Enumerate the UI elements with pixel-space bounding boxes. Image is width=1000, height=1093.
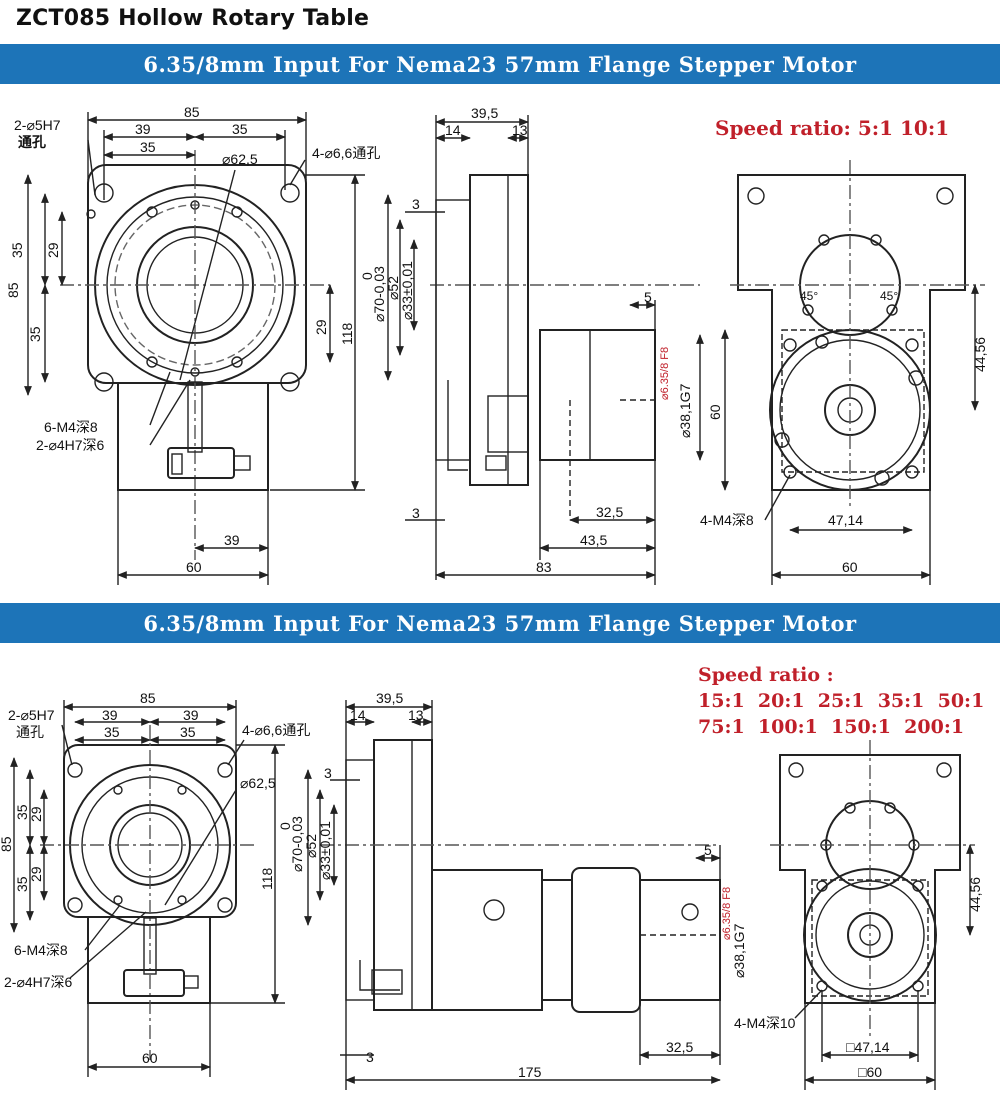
dim-39: 39 (224, 532, 240, 548)
dim-395: 39,5 (376, 690, 403, 706)
dim-29: 29 (28, 866, 44, 882)
dim-29: 29 (313, 319, 329, 335)
hole-note: 通孔 (16, 724, 44, 740)
shaft-spec: ⌀6.35/8 F8 (659, 347, 671, 400)
dim-0: 0 (277, 822, 293, 830)
hole-spec: 4-⌀6,6通孔 (312, 145, 380, 161)
dim-3: 3 (412, 505, 420, 521)
dim-dia: ⌀62,5 (222, 151, 258, 167)
hole-note: 通孔 (18, 134, 46, 150)
angle: 45° (800, 289, 818, 303)
dim-35: 35 (27, 326, 43, 342)
thread-spec: 6-M4深8 (14, 942, 68, 958)
dim-85: 85 (184, 104, 200, 120)
dim-dia52: ⌀52 (385, 276, 401, 300)
dim-14: 14 (350, 707, 366, 723)
thread-spec: 4-M4深8 (700, 512, 754, 528)
dim-35: 35 (14, 804, 30, 820)
dim-325: 32,5 (666, 1039, 693, 1055)
top-side-view (384, 115, 704, 585)
dim-118: 118 (259, 867, 275, 890)
thread-spec: 6-M4深8 (44, 419, 98, 435)
hole-spec: 2-⌀5H7 (14, 117, 61, 133)
dim-5: 5 (644, 289, 652, 305)
dim-dia33: ⌀33±0,01 (399, 261, 415, 320)
dim-325: 32,5 (596, 504, 623, 520)
dim-83: 83 (536, 559, 552, 575)
speed-ratio-line2: 75:1 100:1 150:1 200:1 (698, 716, 965, 738)
bottom-rear-view (770, 740, 975, 1090)
dim-35: 35 (232, 121, 248, 137)
dim-29: 29 (28, 806, 44, 822)
dim-60: □60 (858, 1064, 882, 1080)
shaft-spec: ⌀6.35/8 F8 (721, 887, 733, 940)
dim-35: 35 (14, 876, 30, 892)
top-front-view (24, 112, 365, 585)
hole-spec: 4-⌀6,6通孔 (242, 722, 310, 738)
dim-39: 39 (135, 121, 151, 137)
pin-spec: 2-⌀4H7深6 (4, 974, 73, 990)
dim-35: 35 (180, 724, 196, 740)
speed-ratio-bottom: Speed ratio : 15:1 20:1 25:1 35:1 50:1 7… (698, 662, 984, 740)
hole-spec: 2-⌀5H7 (8, 707, 55, 723)
dim-dia70: ⌀70-0,03 (371, 266, 387, 322)
dim-14: 14 (445, 122, 461, 138)
banner-bottom: 6.35/8mm Input For Nema23 57mm Flange St… (0, 603, 1000, 643)
dim-39: 39 (183, 707, 199, 723)
dim-60: 60 (707, 404, 723, 420)
dim-39: 39 (102, 707, 118, 723)
dim-3: 3 (324, 765, 332, 781)
dim-395: 39,5 (471, 105, 498, 121)
pin-spec: 2-⌀4H7深6 (36, 437, 105, 453)
speed-ratio-line1: 15:1 20:1 25:1 35:1 50:1 (698, 690, 985, 712)
dim-85: 85 (0, 836, 14, 852)
dim-85: 85 (5, 282, 21, 298)
dim-dia33: ⌀33±0,01 (317, 821, 333, 880)
dim-3: 3 (366, 1049, 374, 1065)
dim-dia: ⌀62,5 (240, 775, 276, 791)
speed-ratio-label: Speed ratio : (698, 664, 834, 686)
dim-60: 60 (186, 559, 202, 575)
dim-13: 13 (512, 122, 528, 138)
dim-4456: 44,56 (967, 877, 983, 912)
dim-dia70: ⌀70-0,03 (289, 816, 305, 872)
dim-4714: 47,14 (828, 512, 863, 528)
dim-0: 0 (359, 272, 375, 280)
dim-3: 3 (412, 196, 420, 212)
dim-35: 35 (104, 724, 120, 740)
dim-85: 85 (140, 690, 156, 706)
dim-dia52: ⌀52 (303, 834, 319, 858)
dim-dia381: ⌀38,1G7 (731, 923, 747, 978)
dim-29: 29 (45, 242, 61, 258)
dim-435: 43,5 (580, 532, 607, 548)
dim-5: 5 (704, 842, 712, 858)
dim-35: 35 (140, 139, 156, 155)
dim-4456: 44,56 (972, 337, 988, 372)
top-rear-view (721, 160, 985, 585)
speed-ratio-top: Speed ratio: 5:1 10:1 (715, 116, 950, 140)
banner-top: 6.35/8mm Input For Nema23 57mm Flange St… (0, 44, 1000, 84)
thread-spec: 4-M4深10 (734, 1015, 796, 1031)
dim-60: 60 (842, 559, 858, 575)
dim-118: 118 (339, 322, 355, 345)
dim-4714: □47,14 (846, 1039, 890, 1055)
dim-175: 175 (518, 1064, 542, 1080)
dim-13: 13 (408, 707, 424, 723)
dim-dia381: ⌀38,1G7 (677, 383, 693, 438)
dim-60: 60 (142, 1050, 158, 1066)
bottom-front-view (10, 700, 285, 1077)
dim-35: 35 (9, 242, 25, 258)
bottom-side-view (304, 700, 721, 1090)
page-title: ZCT085 Hollow Rotary Table (16, 6, 370, 31)
angle: 45° (880, 289, 898, 303)
